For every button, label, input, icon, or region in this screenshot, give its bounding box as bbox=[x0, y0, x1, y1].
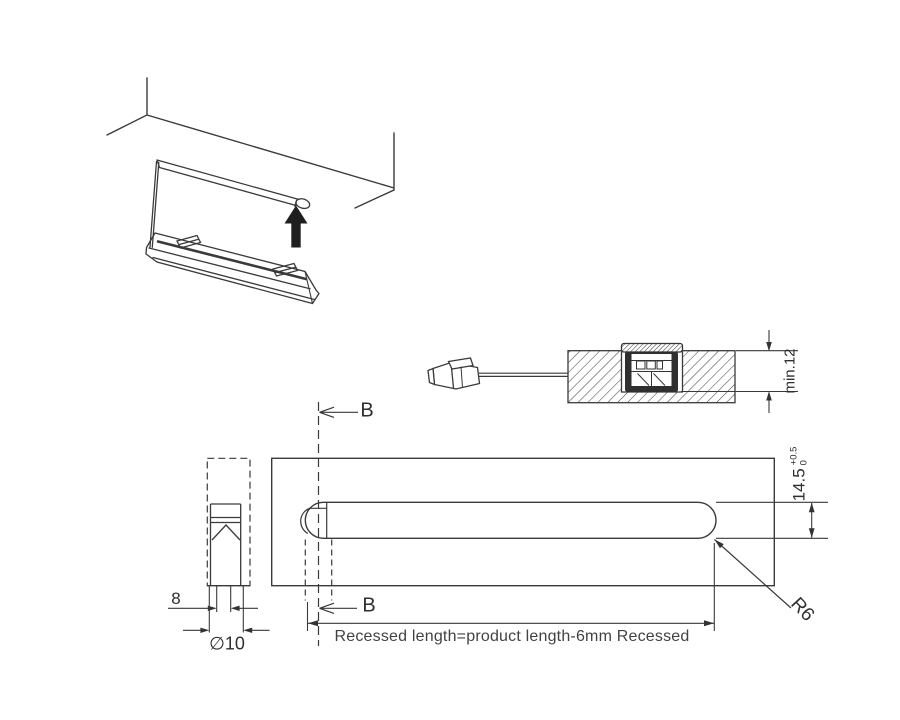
cable-connector bbox=[427, 357, 481, 390]
led-profile-bar-3d bbox=[145, 232, 320, 305]
recess-groove-3d bbox=[149, 159, 311, 248]
section-label-b-bottom: B bbox=[362, 594, 376, 617]
section-view bbox=[427, 330, 798, 413]
panel-outline-plan bbox=[271, 457, 776, 587]
installation-3d-view bbox=[106, 77, 395, 305]
radius-leader bbox=[714, 539, 792, 609]
profile-width-dimension bbox=[168, 585, 258, 612]
power-cable bbox=[479, 372, 568, 377]
slot-width-label-group: 14.5 +0.5 0 bbox=[789, 447, 811, 502]
section-line-b bbox=[304, 402, 358, 646]
hole-diameter-label: ∅10 bbox=[209, 633, 245, 654]
recessed-length-note: Recessed length=product length-6mm Reces… bbox=[334, 628, 690, 645]
plan-view bbox=[271, 402, 828, 646]
min-depth-dimension bbox=[681, 330, 798, 413]
insert-arrow-icon bbox=[284, 205, 308, 248]
profile-section-side bbox=[209, 503, 242, 586]
profile-width-label: 8 bbox=[171, 589, 181, 608]
slot-width-tolerance-lower: 0 bbox=[799, 460, 810, 466]
section-label-b-top: B bbox=[360, 399, 374, 422]
slot-width-dimension bbox=[716, 501, 828, 539]
recessed-length-dimension bbox=[306, 543, 715, 631]
profile-cross-section bbox=[620, 342, 684, 392]
min-depth-label: min.12 bbox=[781, 348, 799, 394]
cabinet-outline bbox=[106, 77, 395, 209]
slot-width-tolerance: +0.5 0 bbox=[789, 447, 811, 466]
recess-slot bbox=[300, 501, 717, 539]
side-view bbox=[168, 457, 270, 633]
slot-width-label: 14.5 bbox=[790, 468, 809, 502]
hole-diameter-dimension bbox=[183, 585, 270, 633]
